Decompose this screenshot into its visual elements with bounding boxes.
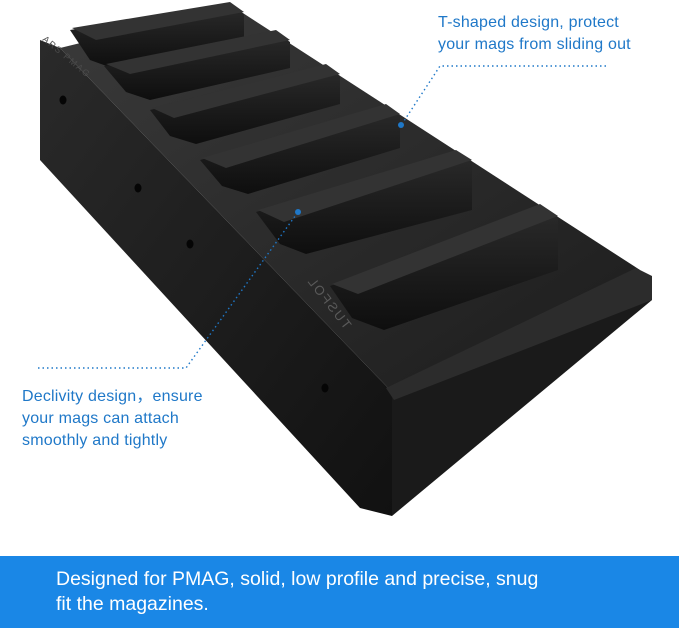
callout-declivity-design: Declivity design，ensure your mags can at… — [22, 386, 262, 452]
feature-banner: Designed for PMAG, solid, low profile an… — [0, 556, 679, 628]
banner-text: Designed for PMAG, solid, low profile an… — [56, 567, 676, 617]
banner-line1: Designed for PMAG, solid, low profile an… — [56, 568, 539, 590]
callout-t-shaped-design: T-shaped design, protect your mags from … — [438, 12, 678, 56]
callout-left-line1: Declivity design，ensure — [22, 388, 203, 405]
callout-top-line2: your mags from sliding out — [438, 36, 631, 53]
callout-left-line2: your mags can attach — [22, 410, 179, 427]
mag-slots — [70, 2, 652, 400]
leader-lines — [38, 65, 606, 369]
callout-top-line1: T-shaped design, protect — [438, 14, 619, 31]
leader-dot-top — [398, 122, 404, 128]
callout-left-line3: smoothly and tightly — [22, 432, 168, 449]
mounting-holes — [59, 95, 329, 393]
leader-dots — [295, 122, 404, 215]
leader-line-top — [401, 65, 606, 125]
banner-line2: fit the magazines. — [56, 593, 209, 615]
leader-dot-left — [295, 209, 301, 215]
